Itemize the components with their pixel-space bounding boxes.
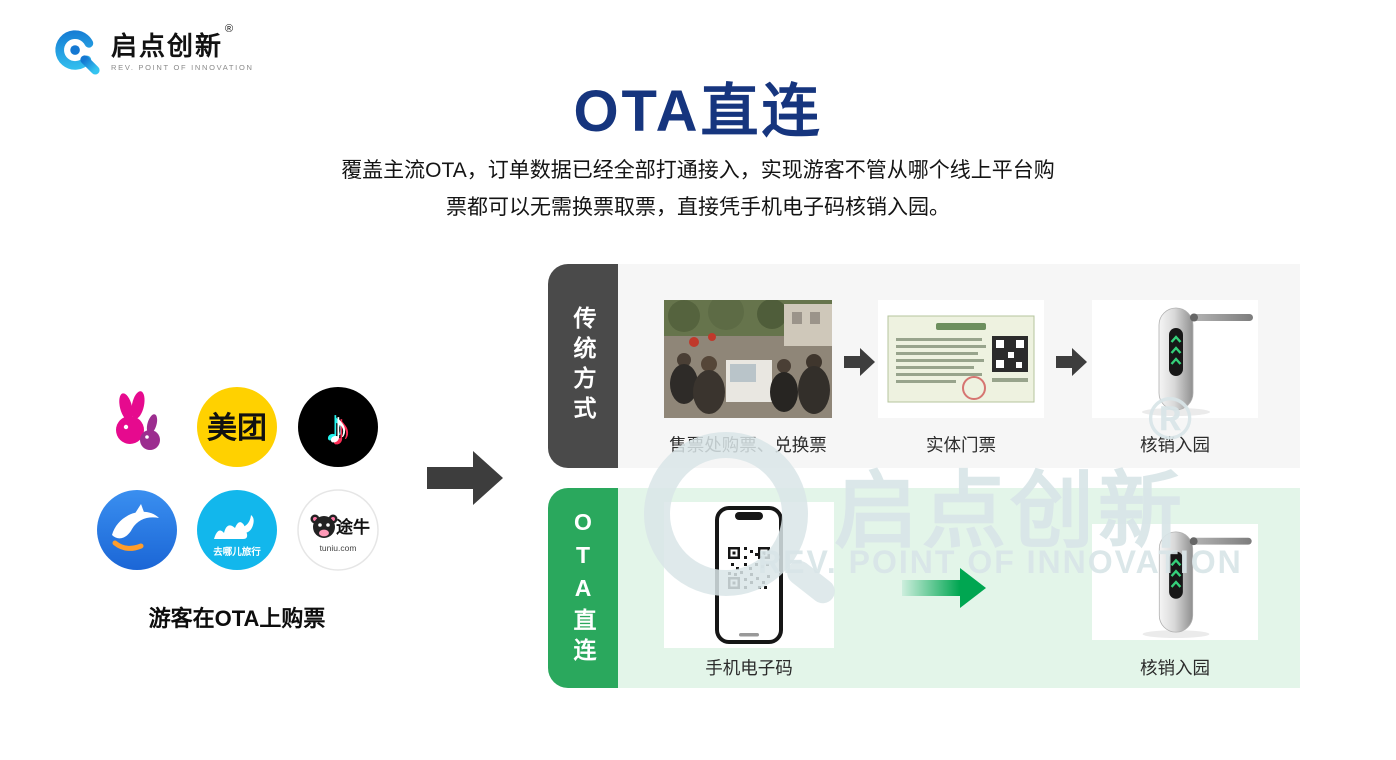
meituan-icon: 美团 [197, 387, 277, 467]
tuniu-domain: tuniu.com [320, 543, 357, 553]
app-icon-ctrip [96, 489, 178, 571]
meituan-label: 美团 [207, 411, 267, 445]
step-arrow-icon-1 [844, 348, 875, 376]
brand-logo-icon [55, 30, 100, 75]
traditional-step2-caption: 实体门票 [926, 435, 996, 455]
page-subtitle: 覆盖主流OTA，订单数据已经全部打通接入，实现游客不管从哪个线上平台购 票都可以… [0, 152, 1396, 226]
ota-step1-caption: 手机电子码 [705, 658, 793, 678]
tuniu-cow-icon: 途牛 tuniu.com [297, 489, 379, 571]
paper-ticket-image [878, 300, 1044, 418]
subtitle-line-1: 覆盖主流OTA，订单数据已经全部打通接入，实现游客不管从哪个线上平台购 [341, 159, 1055, 182]
turnstile-image [1142, 307, 1253, 416]
step-arrow-icon-2 [1056, 348, 1087, 376]
app-icon-qunar: 去哪儿旅行 [196, 489, 278, 571]
green-arrow-icon [902, 568, 986, 608]
phone-qr-image [715, 506, 783, 644]
svg-text:♪: ♪ [324, 399, 347, 451]
page-title: OTA直连 [573, 79, 823, 144]
ctrip-dolphin-icon [97, 490, 177, 570]
app-icon-douyin: ♪ ♪ ♪ [297, 386, 379, 468]
ota-apps-caption: 游客在OTA上购票 [148, 606, 326, 631]
douyin-note-icon: ♪ ♪ ♪ [298, 387, 378, 467]
ota-direct-tab-label: OTA直连 [570, 508, 596, 668]
phone-card [664, 502, 834, 648]
svg-text:♪: ♪ [330, 403, 353, 455]
traditional-step3-caption: 核销入园 [1140, 435, 1210, 455]
app-icon-meituan: 美团 [196, 386, 278, 468]
svg-text:♪: ♪ [327, 401, 350, 453]
ota-step2-caption: 核销入园 [1140, 658, 1210, 678]
paper-ticket-card [878, 300, 1044, 418]
turnstile-card-ota [1092, 524, 1258, 640]
app-icon-lvmama [96, 386, 178, 468]
traditional-tab: 传统方式 [548, 264, 618, 468]
flow-arrow-icon [427, 451, 503, 505]
brand-tagline: REV. POINT OF INNOVATION [111, 62, 254, 72]
brand-logo-text: 启点创新® REV. POINT OF INNOVATION [111, 23, 254, 72]
tuniu-label: 途牛 [336, 517, 370, 537]
traditional-tab-label: 传统方式 [570, 306, 596, 426]
ticket-office-photo-image [664, 294, 832, 418]
subtitle-line-2: 票都可以无需换票取票，直接凭手机电子码核销入园。 [446, 196, 950, 219]
ota-direct-tab: OTA直连 [548, 488, 618, 688]
turnstile-card-traditional [1092, 300, 1258, 418]
ticket-office-photo [664, 294, 832, 418]
brand-name: 启点创新 [111, 30, 224, 61]
brand-logo: 启点创新® REV. POINT OF INNOVATION [52, 23, 254, 76]
qunar-label: 去哪儿旅行 [213, 546, 261, 558]
turnstile-image-2 [1142, 531, 1252, 639]
app-icon-tuniu: 途牛 tuniu.com [297, 489, 379, 571]
brand-registered-mark: ® [225, 22, 234, 35]
traditional-step1-caption: 售票处购票、兑换票 [669, 435, 827, 455]
lvmama-rabbit-icon [116, 391, 160, 450]
qunar-camel-icon: 去哪儿旅行 [197, 490, 277, 570]
